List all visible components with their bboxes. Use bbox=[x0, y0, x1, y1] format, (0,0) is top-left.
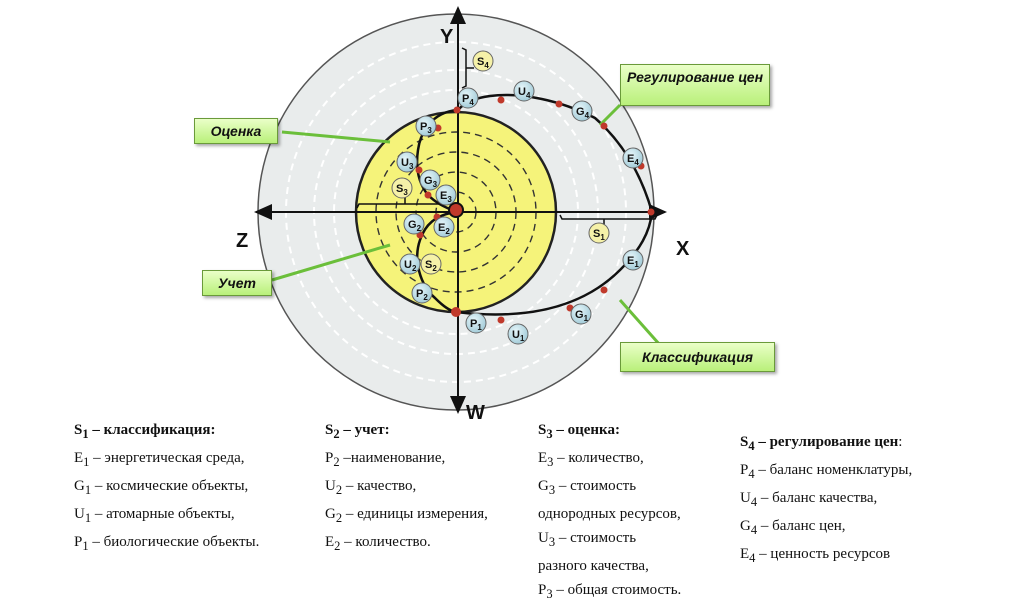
node-g1: G1 bbox=[570, 303, 592, 325]
legend-s4-item: E4 – ценность ресурсов bbox=[740, 546, 891, 565]
legend-s2: S2 – учет: P2 –наименование, U2 – качест… bbox=[325, 418, 488, 558]
legend-s1-title: S1 – классификация: bbox=[74, 422, 216, 441]
callout-assessment: Оценка bbox=[194, 118, 278, 144]
svg-text:S1: S1 bbox=[593, 228, 605, 242]
curve-s2 bbox=[416, 210, 457, 314]
legend-s2-item: E2 – количество. bbox=[325, 534, 431, 553]
node-p1: P1 bbox=[465, 312, 487, 334]
axis-label-x: X bbox=[676, 238, 690, 260]
legend-s3-item: P3 – общая стоимость. bbox=[538, 582, 682, 601]
legend-s4-item: U4 – баланс качества, bbox=[740, 490, 878, 509]
node-p3: P3 bbox=[415, 115, 437, 137]
legend-s3-item: разного качества, bbox=[538, 558, 649, 574]
svg-text:U1: U1 bbox=[512, 329, 525, 343]
spiral-diagram: S4 P4 U4 G4 E4 S1 E1 G1 U1 P1 P3 U3 S3 G… bbox=[254, 6, 667, 414]
legend-s1: S1 – классификация: E1 – энергетическая … bbox=[74, 418, 259, 558]
svg-text:S4: S4 bbox=[477, 56, 489, 70]
legend-s3-item: E3 – количество, bbox=[538, 450, 644, 469]
svg-text:P1: P1 bbox=[470, 318, 482, 332]
svg-text:U2: U2 bbox=[404, 259, 417, 273]
curve-s1 bbox=[455, 211, 654, 316]
node-p4: P4 bbox=[457, 87, 479, 109]
legend-s3-item: G3 – стоимость bbox=[538, 478, 637, 497]
svg-text:G4: G4 bbox=[576, 106, 590, 120]
svg-text:P2: P2 bbox=[416, 288, 428, 302]
axis-label-w: W bbox=[466, 402, 485, 424]
node-s2: S2 bbox=[420, 253, 442, 275]
node-e2: E2 bbox=[433, 216, 455, 238]
svg-text:E3: E3 bbox=[440, 190, 452, 204]
axis-label-y: Y bbox=[440, 26, 454, 48]
legend-s2-item: U2 – качество, bbox=[325, 478, 417, 497]
svg-text:G2: G2 bbox=[408, 219, 422, 233]
svg-text:E4: E4 bbox=[627, 153, 639, 167]
legend-s3-title: S3 – оценка: bbox=[538, 422, 620, 441]
legend-s1-item: G1 – космические объекты, bbox=[74, 478, 249, 497]
legend-s3: S3 – оценка: E3 – количество, G3 – стоим… bbox=[538, 418, 681, 606]
legend-s4: S4 – регулирование цен: P4 – баланс номе… bbox=[740, 430, 912, 570]
legend-s4-item: P4 – баланс номенклатуры, bbox=[740, 462, 913, 481]
callout-classification: Классификация bbox=[620, 342, 775, 372]
svg-text:G1: G1 bbox=[575, 309, 589, 323]
node-g4: G4 bbox=[571, 100, 593, 122]
node-s3: S3 bbox=[391, 177, 413, 199]
node-g2: G2 bbox=[403, 213, 425, 235]
legend-s2-title: S2 – учет: bbox=[325, 422, 390, 441]
svg-text:U3: U3 bbox=[401, 157, 414, 171]
node-e3: E3 bbox=[435, 184, 457, 206]
svg-text:S3: S3 bbox=[396, 183, 408, 197]
center-point bbox=[448, 202, 464, 218]
legend-s3-item: однородных ресурсов, bbox=[538, 506, 681, 522]
node-s4: S4 bbox=[472, 50, 494, 72]
legend-s4-item: G4 – баланс цен, bbox=[740, 518, 846, 537]
legend-s2-item: G2 – единицы измерения, bbox=[325, 506, 488, 525]
legend-s3-item: U3 – стоимость bbox=[538, 530, 637, 549]
callout-regulation: Регулирование цен bbox=[620, 64, 770, 106]
node-e1: E1 bbox=[622, 249, 644, 271]
svg-text:P4: P4 bbox=[462, 93, 474, 107]
bracket-s4 bbox=[461, 47, 474, 89]
svg-text:E1: E1 bbox=[627, 255, 639, 269]
svg-text:U4: U4 bbox=[518, 86, 531, 100]
svg-text:S2: S2 bbox=[425, 259, 437, 273]
node-p2: P2 bbox=[411, 282, 433, 304]
node-u1: U1 bbox=[507, 323, 529, 345]
callout-accounting: Учет bbox=[202, 270, 272, 296]
legend-s1-item: E1 – энергетическая среда, bbox=[74, 450, 245, 469]
node-e4: E4 bbox=[622, 147, 644, 169]
node-s1: S1 bbox=[588, 222, 610, 244]
legend-s1-item: U1 – атомарные объекты, bbox=[74, 506, 235, 525]
svg-text:P3: P3 bbox=[420, 121, 432, 135]
legend-s1-item: P1 – биологические объекты. bbox=[74, 534, 260, 553]
node-u3: U3 bbox=[396, 151, 418, 173]
legend-s4-title: S4 – регулирование цен: bbox=[740, 434, 903, 453]
diagram-nodes: S4 P4 U4 G4 E4 S1 E1 G1 U1 P1 P3 U3 S3 G… bbox=[391, 50, 644, 345]
svg-text:E2: E2 bbox=[438, 222, 450, 236]
axis-label-z: Z bbox=[236, 230, 249, 252]
legend-s2-item: P2 –наименование, bbox=[325, 450, 446, 469]
node-u2: U2 bbox=[399, 253, 421, 275]
node-u4: U4 bbox=[513, 80, 535, 102]
callout-leaders bbox=[271, 103, 662, 346]
node-g3: G3 bbox=[419, 169, 441, 191]
svg-text:G3: G3 bbox=[424, 175, 438, 189]
